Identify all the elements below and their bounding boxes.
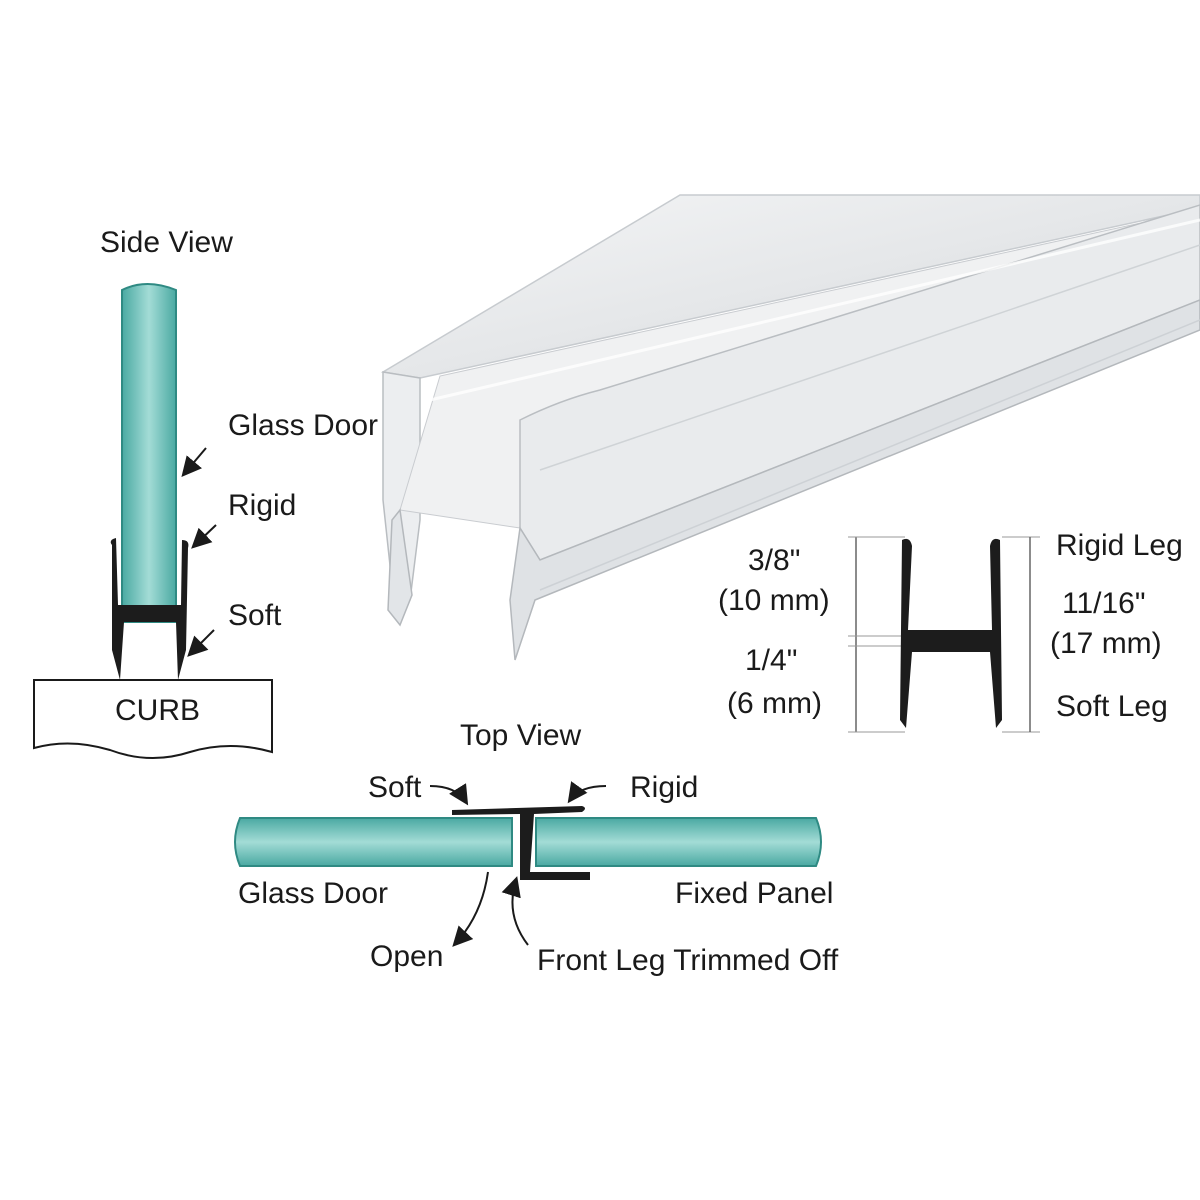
total-dim-mm: (17 mm) [1050, 627, 1162, 660]
total-dim-in: 11/16" [1062, 587, 1146, 620]
top-dim-in: 3/8" [748, 544, 800, 577]
top-glass-door-label: Glass Door [238, 877, 388, 910]
top-fixed-panel [535, 817, 822, 867]
side-view: Side View CURB Glass Door Rigid Soft [33, 226, 378, 759]
top-view-title: Top View [460, 719, 582, 752]
soft-leg-label: Soft Leg [1056, 690, 1168, 723]
side-view-title: Side View [100, 226, 233, 259]
rigid-leg-label: Rigid Leg [1056, 529, 1183, 562]
side-glass-door [121, 283, 177, 623]
top-rigid-arrow [567, 781, 607, 804]
top-dim-mm: (10 mm) [718, 584, 830, 617]
glass-door-arrow [181, 447, 207, 478]
curb [33, 679, 273, 759]
h-profile: 3/8" (10 mm) 1/4" (6 mm) Rigid Leg 11/16… [718, 529, 1183, 733]
top-seal [452, 806, 590, 880]
top-view: Top View Soft Rigid Glass Door Fixed Pan… [234, 719, 839, 977]
side-seal [110, 538, 189, 680]
side-rigid-label: Rigid [228, 489, 296, 522]
curb-label: CURB [115, 694, 200, 727]
h-profile-shape [900, 538, 1002, 728]
side-soft-label: Soft [228, 599, 282, 632]
soft-arrow [187, 629, 215, 657]
front-leg-arrow [501, 876, 529, 946]
seal-extrusion-photo [380, 194, 1200, 661]
top-rigid-label: Rigid [630, 771, 698, 804]
top-fixed-panel-label: Fixed Panel [675, 877, 833, 910]
top-soft-label: Soft [368, 771, 422, 804]
rigid-arrow [191, 524, 217, 549]
top-soft-arrow [429, 783, 469, 806]
open-label: Open [370, 940, 443, 973]
top-glass-door [234, 817, 513, 867]
bottom-dim-mm: (6 mm) [727, 687, 822, 720]
side-glass-door-label: Glass Door [228, 409, 378, 442]
open-arrow [452, 871, 489, 947]
bottom-dim-in: 1/4" [745, 644, 797, 677]
front-leg-trimmed-label: Front Leg Trimmed Off [537, 944, 839, 977]
